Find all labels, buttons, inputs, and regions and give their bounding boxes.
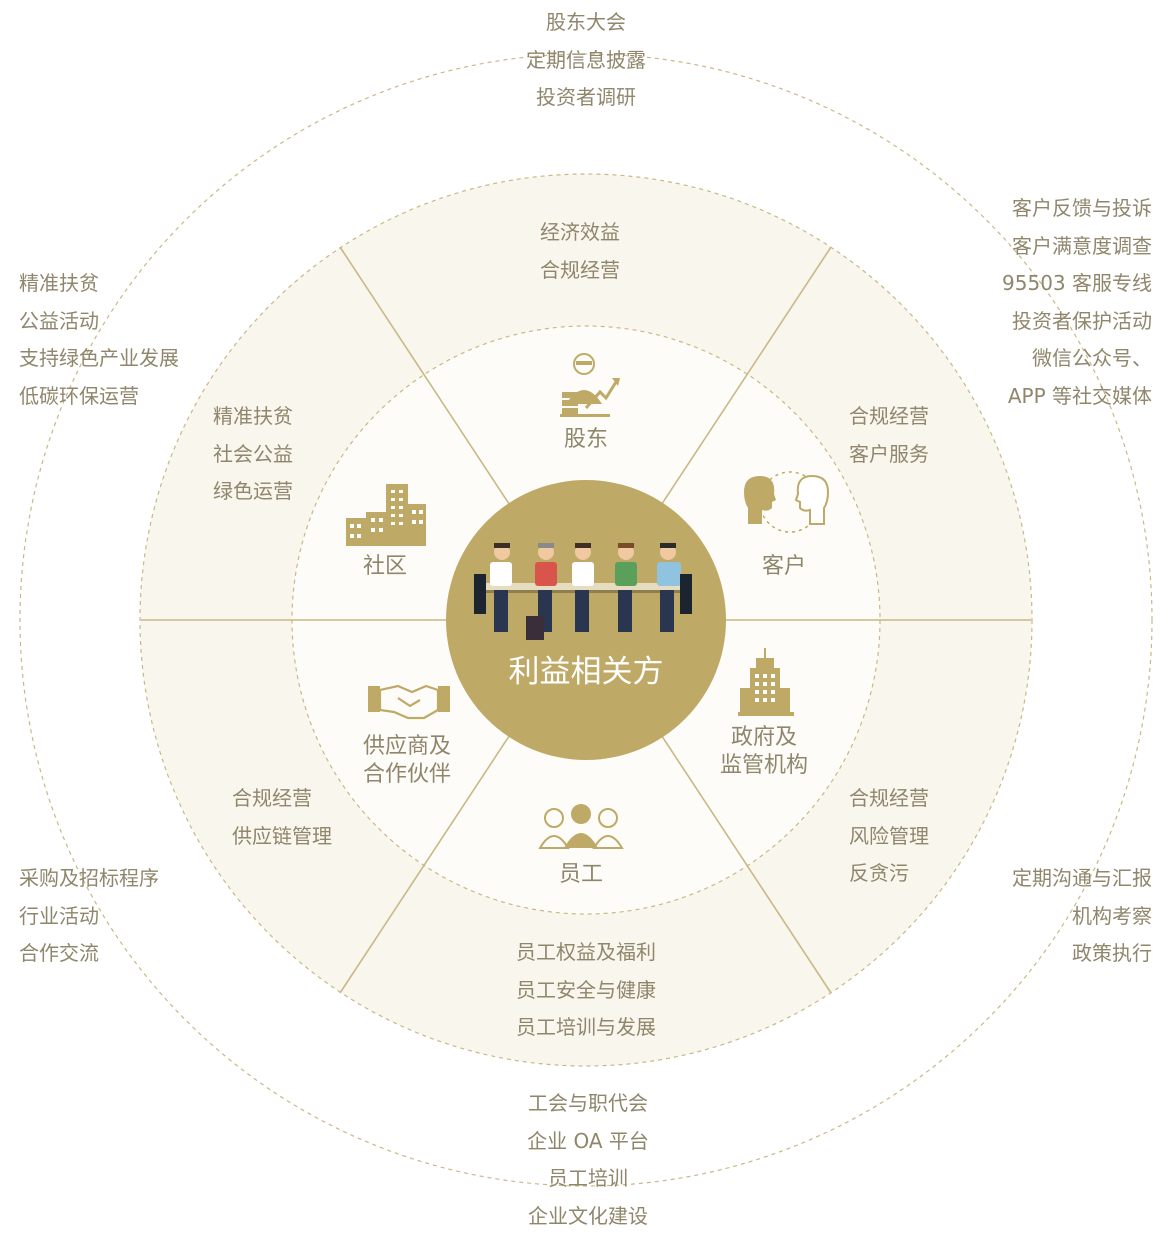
outer-channels-government: 定期沟通与汇报机构考察政策执行 [1012,866,1152,965]
middle-topics-shareholders: 经济效益合规经营 [540,220,620,282]
middle-ring-dashed-border [139,173,1033,1067]
team-icon [538,804,624,849]
investor-growth-icon [560,353,620,417]
government-building-icon [738,648,794,716]
conversation-icon [744,471,830,533]
middle-topics-employees: 员工权益及福利员工安全与健康员工培训与发展 [516,940,656,1039]
center-title: 利益相关方 [508,654,664,690]
middle-topics-community: 精准扶贫社会公益绿色运营 [213,404,293,503]
outer-channels-community: 精准扶贫公益活动支持绿色产业发展低碳环保运营 [19,271,179,408]
sector-name-suppliers: 供应商及合作伙伴 [362,734,451,787]
middle-topics-suppliers: 合规经营供应链管理 [232,786,332,848]
meeting-table-icon [474,543,692,640]
outer-channels-employees: 工会与职代会企业 OA 平台员工培训企业文化建设 [527,1091,649,1228]
handshake-icon [368,684,450,720]
middle-topics-government: 合规经营风险管理反贪污 [849,786,929,885]
sector-name-shareholders: 股东 [563,427,608,452]
sector-name-government: 政府及监管机构 [719,725,808,778]
outer-channels-suppliers: 采购及招标程序行业活动合作交流 [19,866,159,965]
outer-dashed-ring [19,53,1153,1187]
outer-channels-shareholders: 股东大会定期信息披露投资者调研 [526,10,646,109]
sector-name-customers: 客户 [761,554,806,579]
sector-name-employees: 员工 [558,862,603,887]
sector-name-community: 社区 [362,554,407,579]
middle-topics-customers: 合规经营客户服务 [849,404,929,466]
city-buildings-icon [346,484,426,546]
